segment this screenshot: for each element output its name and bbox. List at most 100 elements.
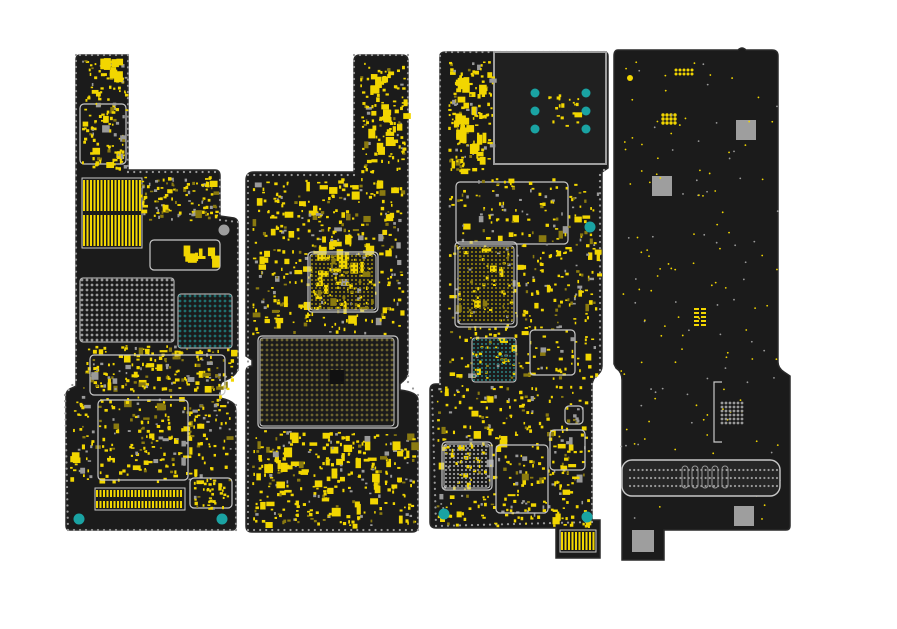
smd-pad xyxy=(302,432,306,437)
edge-via xyxy=(406,284,410,287)
copper-block xyxy=(371,110,377,116)
smd-pad xyxy=(168,388,173,392)
smd-pad xyxy=(566,501,569,504)
board-2-main-bga-ball xyxy=(300,383,304,387)
edge-via xyxy=(210,528,214,532)
board-3-bga-a-ball xyxy=(510,314,514,318)
pcb-board-1[interactable] xyxy=(63,53,240,532)
smd-pad xyxy=(521,502,524,505)
smd-pad xyxy=(392,490,395,494)
board-2-soc-top-ball xyxy=(362,262,366,266)
smd-pad xyxy=(283,226,287,229)
board-1-flex-connector-pin xyxy=(97,180,99,211)
smd-pad xyxy=(206,420,210,423)
board-3-bga-a-ball xyxy=(482,298,486,302)
board-3-bga-a-ball xyxy=(506,282,510,286)
smd-pad xyxy=(472,70,476,74)
board-1-grey-hole xyxy=(218,224,230,236)
smd-pad xyxy=(73,428,75,433)
board-1-bga-small-ball xyxy=(193,309,197,313)
smd-pad xyxy=(553,445,557,448)
board-2-main-bga-ball xyxy=(285,343,289,347)
smd-pad xyxy=(539,203,543,205)
pcb-board-3[interactable] xyxy=(429,50,609,559)
edge-via xyxy=(475,50,478,54)
smd-pad xyxy=(158,436,164,440)
smd-pad xyxy=(447,466,450,469)
smd-pad xyxy=(93,127,97,131)
smd-pad xyxy=(552,201,555,204)
smd-pad xyxy=(570,385,573,389)
board-1-bga-large-ball xyxy=(135,303,139,307)
edge-via xyxy=(74,240,78,243)
smd-pad xyxy=(365,223,369,226)
board-1-bottom-connector-pin xyxy=(152,490,154,497)
smd-pad xyxy=(545,366,548,370)
smd-pad xyxy=(328,196,331,201)
smd-pad xyxy=(307,510,311,513)
board-1-bga-large-ball xyxy=(90,333,94,337)
board-2-main-bga-ball xyxy=(390,378,394,382)
smd-pad xyxy=(361,170,365,174)
board-2-main-bga-ball xyxy=(365,343,369,347)
smd-pad xyxy=(503,292,506,295)
copper-block xyxy=(343,444,353,452)
board-2-main-bga-ball xyxy=(325,368,329,372)
board-3-bga-c-ball xyxy=(464,460,468,464)
smd-pad xyxy=(141,436,144,440)
edge-via xyxy=(337,528,341,532)
board-2-main-bga-ball xyxy=(275,373,279,377)
smd-pad xyxy=(384,480,388,484)
smd-pad xyxy=(497,235,503,242)
smd-pad xyxy=(187,435,193,441)
smd-pad xyxy=(258,264,267,270)
smd-pad xyxy=(577,362,579,366)
board-3-bga-a-ball xyxy=(474,290,478,294)
board-1-bottom-connector-pin xyxy=(155,501,158,508)
smd-pad xyxy=(127,464,131,468)
smd-pad xyxy=(496,524,500,528)
smd-pad xyxy=(213,204,217,209)
smd-pad xyxy=(357,233,360,236)
smd-pad xyxy=(379,507,382,511)
edge-via xyxy=(218,378,222,382)
board-2-main-bga-ball xyxy=(295,388,299,392)
smd-pad xyxy=(488,92,491,95)
smd-pad xyxy=(136,358,140,361)
smd-pad xyxy=(316,211,319,214)
board-3-bga-a-ball xyxy=(506,246,510,250)
smd-pad xyxy=(189,407,192,410)
smd-pad xyxy=(146,435,148,438)
board-2-main-bga-ball xyxy=(340,408,344,412)
copper-block xyxy=(283,447,293,458)
smd-pad xyxy=(105,474,109,478)
smd-pad xyxy=(452,161,455,164)
board-2-main-bga-ball xyxy=(345,338,349,342)
board-3-bga-a-ball xyxy=(510,282,514,286)
smd-pad xyxy=(451,118,454,121)
edge-via xyxy=(438,316,442,319)
smd-pad xyxy=(138,468,142,471)
board-2-main-bga-ball xyxy=(280,418,284,422)
board-3-bga-a-ball xyxy=(462,302,466,306)
board-1-flex-connector-pin xyxy=(114,215,117,246)
copper-block xyxy=(355,458,361,469)
board-1-bga-large-ball xyxy=(115,323,119,327)
smd-pad xyxy=(373,182,376,185)
board-1-bottom-connector-pin xyxy=(103,490,105,497)
board-3-bga-a-ball xyxy=(506,258,510,262)
smd-pad xyxy=(315,306,319,310)
smd-pad xyxy=(412,438,416,441)
smd-pad xyxy=(523,272,526,276)
smd-pad xyxy=(499,443,504,446)
board-2-main-bga-ball xyxy=(345,373,349,377)
board-3-bga-b-ball xyxy=(484,354,488,358)
smd-pad xyxy=(162,401,166,404)
board-2-main-bga-ball xyxy=(300,418,304,422)
board-2-main-bga-ball xyxy=(380,373,384,377)
board-2-soc-top-ball xyxy=(370,254,374,258)
board-2-soc-top-ball xyxy=(358,270,362,274)
smd-pad xyxy=(196,480,203,485)
smd-pad xyxy=(141,441,145,445)
pcb-board-2[interactable] xyxy=(245,53,420,533)
